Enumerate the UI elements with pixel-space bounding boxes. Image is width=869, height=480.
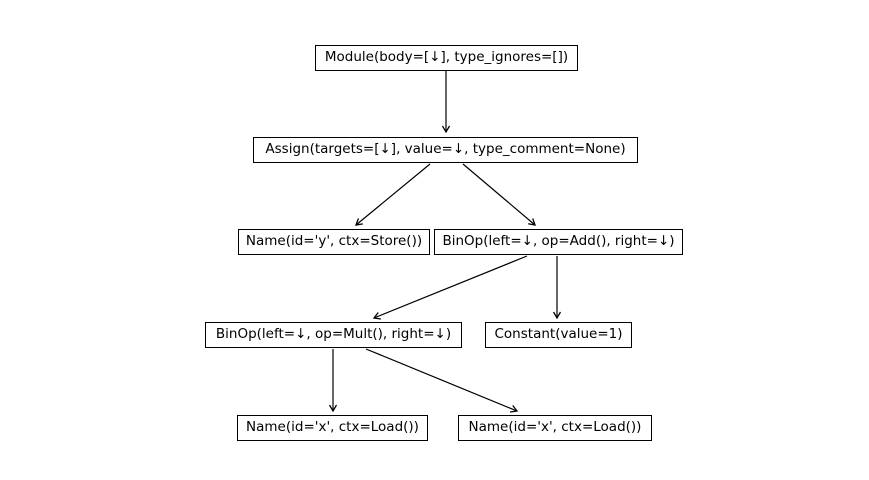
node-binop-mult: BinOp(left=↓, op=Mult(), right=↓) (205, 322, 462, 348)
node-name-x-left: Name(id='x', ctx=Load()) (237, 415, 428, 441)
node-binop-add: BinOp(left=↓, op=Add(), right=↓) (434, 229, 683, 255)
edge-assign-to-binop-add (462, 163, 536, 226)
node-constant: Constant(value=1) (485, 322, 632, 348)
edge-binop-add-to-binop-mult (372, 255, 528, 320)
node-module: Module(body=[↓], type_ignores=[]) (315, 45, 578, 71)
edge-binop-mult-to-name-x-right (365, 348, 519, 413)
node-name-y: Name(id='y', ctx=Store()) (238, 229, 430, 255)
edge-assign-to-name-y (355, 163, 431, 226)
node-name-x-right: Name(id='x', ctx=Load()) (458, 415, 652, 441)
node-assign: Assign(targets=[↓], value=↓, type_commen… (253, 137, 638, 163)
